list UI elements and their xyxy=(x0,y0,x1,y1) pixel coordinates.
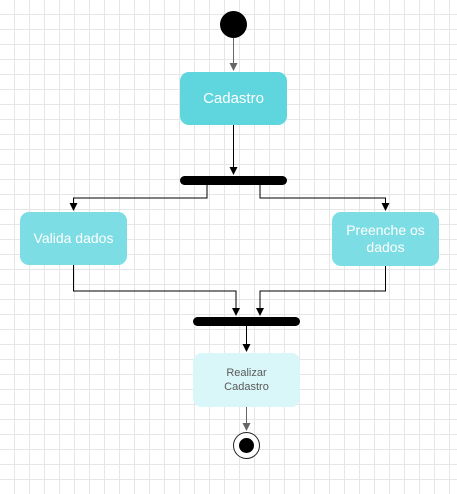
final-node-inner xyxy=(239,438,254,453)
initial-node[interactable] xyxy=(220,11,247,38)
action-valida-dados-label: Valida dados xyxy=(33,230,114,246)
action-valida-dados[interactable]: Valida dados xyxy=(20,212,127,265)
action-preenche-os-dados-label: Preenche os dados xyxy=(346,222,425,255)
edge-fork-to-preenche xyxy=(259,185,390,211)
edge-preenche-to-join xyxy=(256,266,386,316)
edge-fork-to-valida xyxy=(69,185,208,211)
fork-bar[interactable] xyxy=(180,176,287,185)
action-cadastro-label: Cadastro xyxy=(203,90,264,107)
final-node[interactable] xyxy=(233,432,260,459)
action-realizar-cadastro-line1: Realizar xyxy=(226,367,267,379)
action-realizar-cadastro[interactable]: Realizar Cadastro xyxy=(193,353,300,407)
action-preenche-os-dados[interactable]: Preenche os dados xyxy=(332,212,439,266)
join-bar[interactable] xyxy=(193,317,300,326)
edge-valida-to-join xyxy=(73,265,240,316)
action-realizar-cadastro-label: Realizar Cadastro xyxy=(224,366,269,394)
action-realizar-cadastro-line2: Cadastro xyxy=(224,381,269,393)
action-cadastro[interactable]: Cadastro xyxy=(180,72,287,125)
